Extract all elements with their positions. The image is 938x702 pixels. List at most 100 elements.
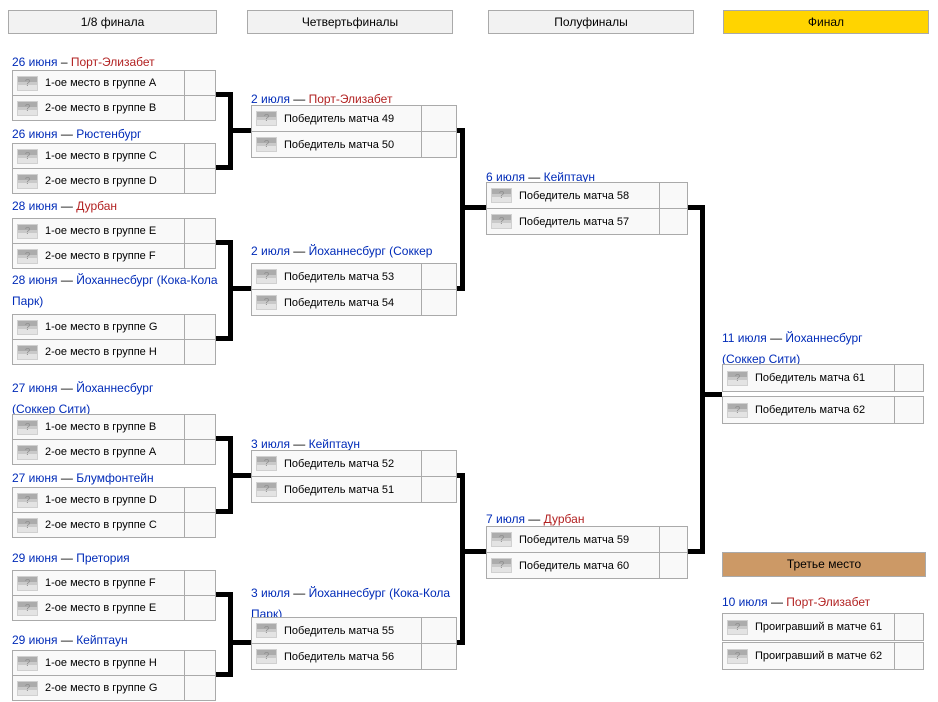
- unknown-flag-icon: ?: [17, 419, 38, 435]
- unknown-flag-icon: ?: [17, 173, 38, 189]
- team-label: 1-ое место в группе D: [45, 494, 157, 506]
- match-row: ? 1-ое место в группе G: [13, 315, 215, 339]
- column-header-semifinals: Полуфиналы: [488, 10, 694, 34]
- match-row: ? 2-ое место в группе B: [13, 95, 215, 120]
- score-cell: [659, 209, 687, 234]
- date-link[interactable]: 26 июня: [12, 55, 58, 69]
- match-box: ? 1-ое место в группе G ? 2-ое место в г…: [12, 314, 216, 365]
- date-link[interactable]: 3 июля: [251, 586, 290, 600]
- team-label: 1-ое место в группе F: [45, 577, 156, 589]
- score-cell: [659, 183, 687, 208]
- match-row: ? 1-ое место в группе E: [13, 219, 215, 243]
- bracket-connector: [214, 436, 233, 441]
- venue-link[interactable]: Йоханнесбург (Соккер Сити): [12, 381, 154, 416]
- bracket-connector: [228, 286, 251, 291]
- score-cell: [184, 571, 215, 595]
- venue-link[interactable]: Дурбан: [543, 512, 585, 526]
- match-row: ? Победитель матча 61: [723, 365, 923, 391]
- venue-link[interactable]: Кейптаун: [76, 633, 128, 647]
- team-label: Победитель матча 50: [284, 138, 395, 151]
- venue-link[interactable]: Дурбан: [76, 199, 118, 213]
- match-row: ? Победитель матча 49: [252, 106, 456, 131]
- match-row: ? Проигравший в матче 62: [723, 643, 923, 669]
- venue-link[interactable]: Претория: [76, 551, 130, 565]
- separator: —: [57, 551, 77, 565]
- unknown-flag-icon: ?: [17, 655, 38, 671]
- match-row: ? Победитель матча 60: [487, 552, 687, 578]
- match-header: 29 июня — Кейптаун: [12, 630, 219, 651]
- date-link[interactable]: 29 июня: [12, 633, 58, 647]
- date-link[interactable]: 28 июня: [12, 199, 58, 213]
- match-header: 27 июня — Йоханнесбург (Соккер Сити): [12, 378, 197, 420]
- unknown-flag-icon: ?: [256, 482, 277, 497]
- venue-link[interactable]: Порт-Элизабет: [308, 92, 393, 106]
- match-box: ? 1-ое место в группе F ? 2-ое место в г…: [12, 570, 216, 621]
- team-label: 1-ое место в группе G: [45, 321, 158, 333]
- venue-link[interactable]: Порт-Элизабет: [786, 595, 871, 609]
- match-header: 28 июня — Дурбан: [12, 196, 219, 217]
- unknown-flag-icon: ?: [17, 223, 38, 239]
- match-row: ? 2-ое место в группе A: [13, 439, 215, 464]
- match-box: ? Победитель матча 62: [722, 396, 924, 424]
- date-link[interactable]: 28 июня: [12, 273, 58, 287]
- bracket-connector: [214, 165, 233, 170]
- date-link[interactable]: 27 июня: [12, 381, 58, 395]
- separator: —: [57, 127, 77, 141]
- venue-link[interactable]: Йоханнесбург (Кока-Кола Парк): [12, 273, 218, 308]
- team-label: 2-ое место в группе H: [45, 346, 157, 358]
- score-cell: [184, 488, 215, 512]
- team-label: 1-ое место в группе H: [45, 657, 157, 669]
- match-row: ? 1-ое место в группе B: [13, 415, 215, 439]
- date-link[interactable]: 2 июля: [251, 244, 290, 258]
- venue-link[interactable]: Кейптаун: [308, 437, 361, 451]
- team-label: Победитель матча 56: [284, 650, 395, 663]
- score-cell: [184, 219, 215, 243]
- team-label: Проигравший в матче 61: [755, 621, 883, 633]
- match-row: ? Победитель матча 57: [487, 208, 687, 234]
- match-box: ? Победитель матча 52 ? Победитель матча…: [251, 450, 457, 503]
- team-label: Победитель матча 53: [284, 270, 395, 283]
- unknown-flag-icon: ?: [727, 370, 748, 386]
- separator: —: [289, 437, 309, 451]
- venue-link[interactable]: Порт-Элизабет: [70, 55, 155, 69]
- match-box: ? Победитель матча 53 ? Победитель матча…: [251, 263, 457, 316]
- score-cell: [184, 676, 215, 700]
- bracket-connector: [686, 205, 705, 210]
- unknown-flag-icon: ?: [17, 319, 38, 335]
- bracket-connector: [214, 592, 233, 597]
- team-label: Победитель матча 57: [519, 215, 630, 228]
- match-header: 6 июля — Кейптаун: [486, 167, 693, 188]
- date-link[interactable]: 3 июля: [251, 437, 290, 451]
- match-row: ? 2-ое место в группе F: [13, 243, 215, 268]
- match-row: ? Победитель матча 54: [252, 289, 456, 315]
- score-cell: [421, 290, 456, 315]
- venue-link[interactable]: Кейптаун: [543, 170, 596, 184]
- date-link[interactable]: 10 июля: [722, 595, 768, 609]
- separator: –: [57, 55, 71, 69]
- score-cell: [421, 618, 456, 643]
- date-link[interactable]: 29 июня: [12, 551, 58, 565]
- team-label: 1-ое место в группе A: [45, 77, 157, 89]
- date-link[interactable]: 2 июля: [251, 92, 290, 106]
- match-header: 28 июня — Йоханнесбург (Кока-Кола Парк): [12, 270, 219, 312]
- score-cell: [184, 340, 215, 364]
- date-link[interactable]: 7 июля: [486, 512, 525, 526]
- date-link[interactable]: 11 июля: [722, 331, 767, 345]
- date-link[interactable]: 27 июня: [12, 471, 58, 485]
- venue-link[interactable]: Йоханнесбург (Соккер Сити): [722, 331, 863, 366]
- score-cell: [184, 144, 215, 168]
- separator: —: [57, 381, 77, 395]
- match-row: ? Победитель матча 58: [487, 183, 687, 208]
- column-header-round-of-16: 1/8 финала: [8, 10, 217, 34]
- match-row: ? Победитель матча 62: [723, 397, 923, 423]
- date-link[interactable]: 26 июня: [12, 127, 58, 141]
- score-cell: [894, 643, 923, 669]
- match-header: 26 июня — Рюстенбург: [12, 124, 219, 145]
- unknown-flag-icon: ?: [17, 517, 38, 533]
- venue-link[interactable]: Блумфонтейн: [76, 471, 154, 485]
- match-row: ? Победитель матча 56: [252, 643, 456, 669]
- venue-link[interactable]: Рюстенбург: [76, 127, 142, 141]
- date-link[interactable]: 6 июля: [486, 170, 525, 184]
- match-box: ? 1-ое место в группе E ? 2-ое место в г…: [12, 218, 216, 269]
